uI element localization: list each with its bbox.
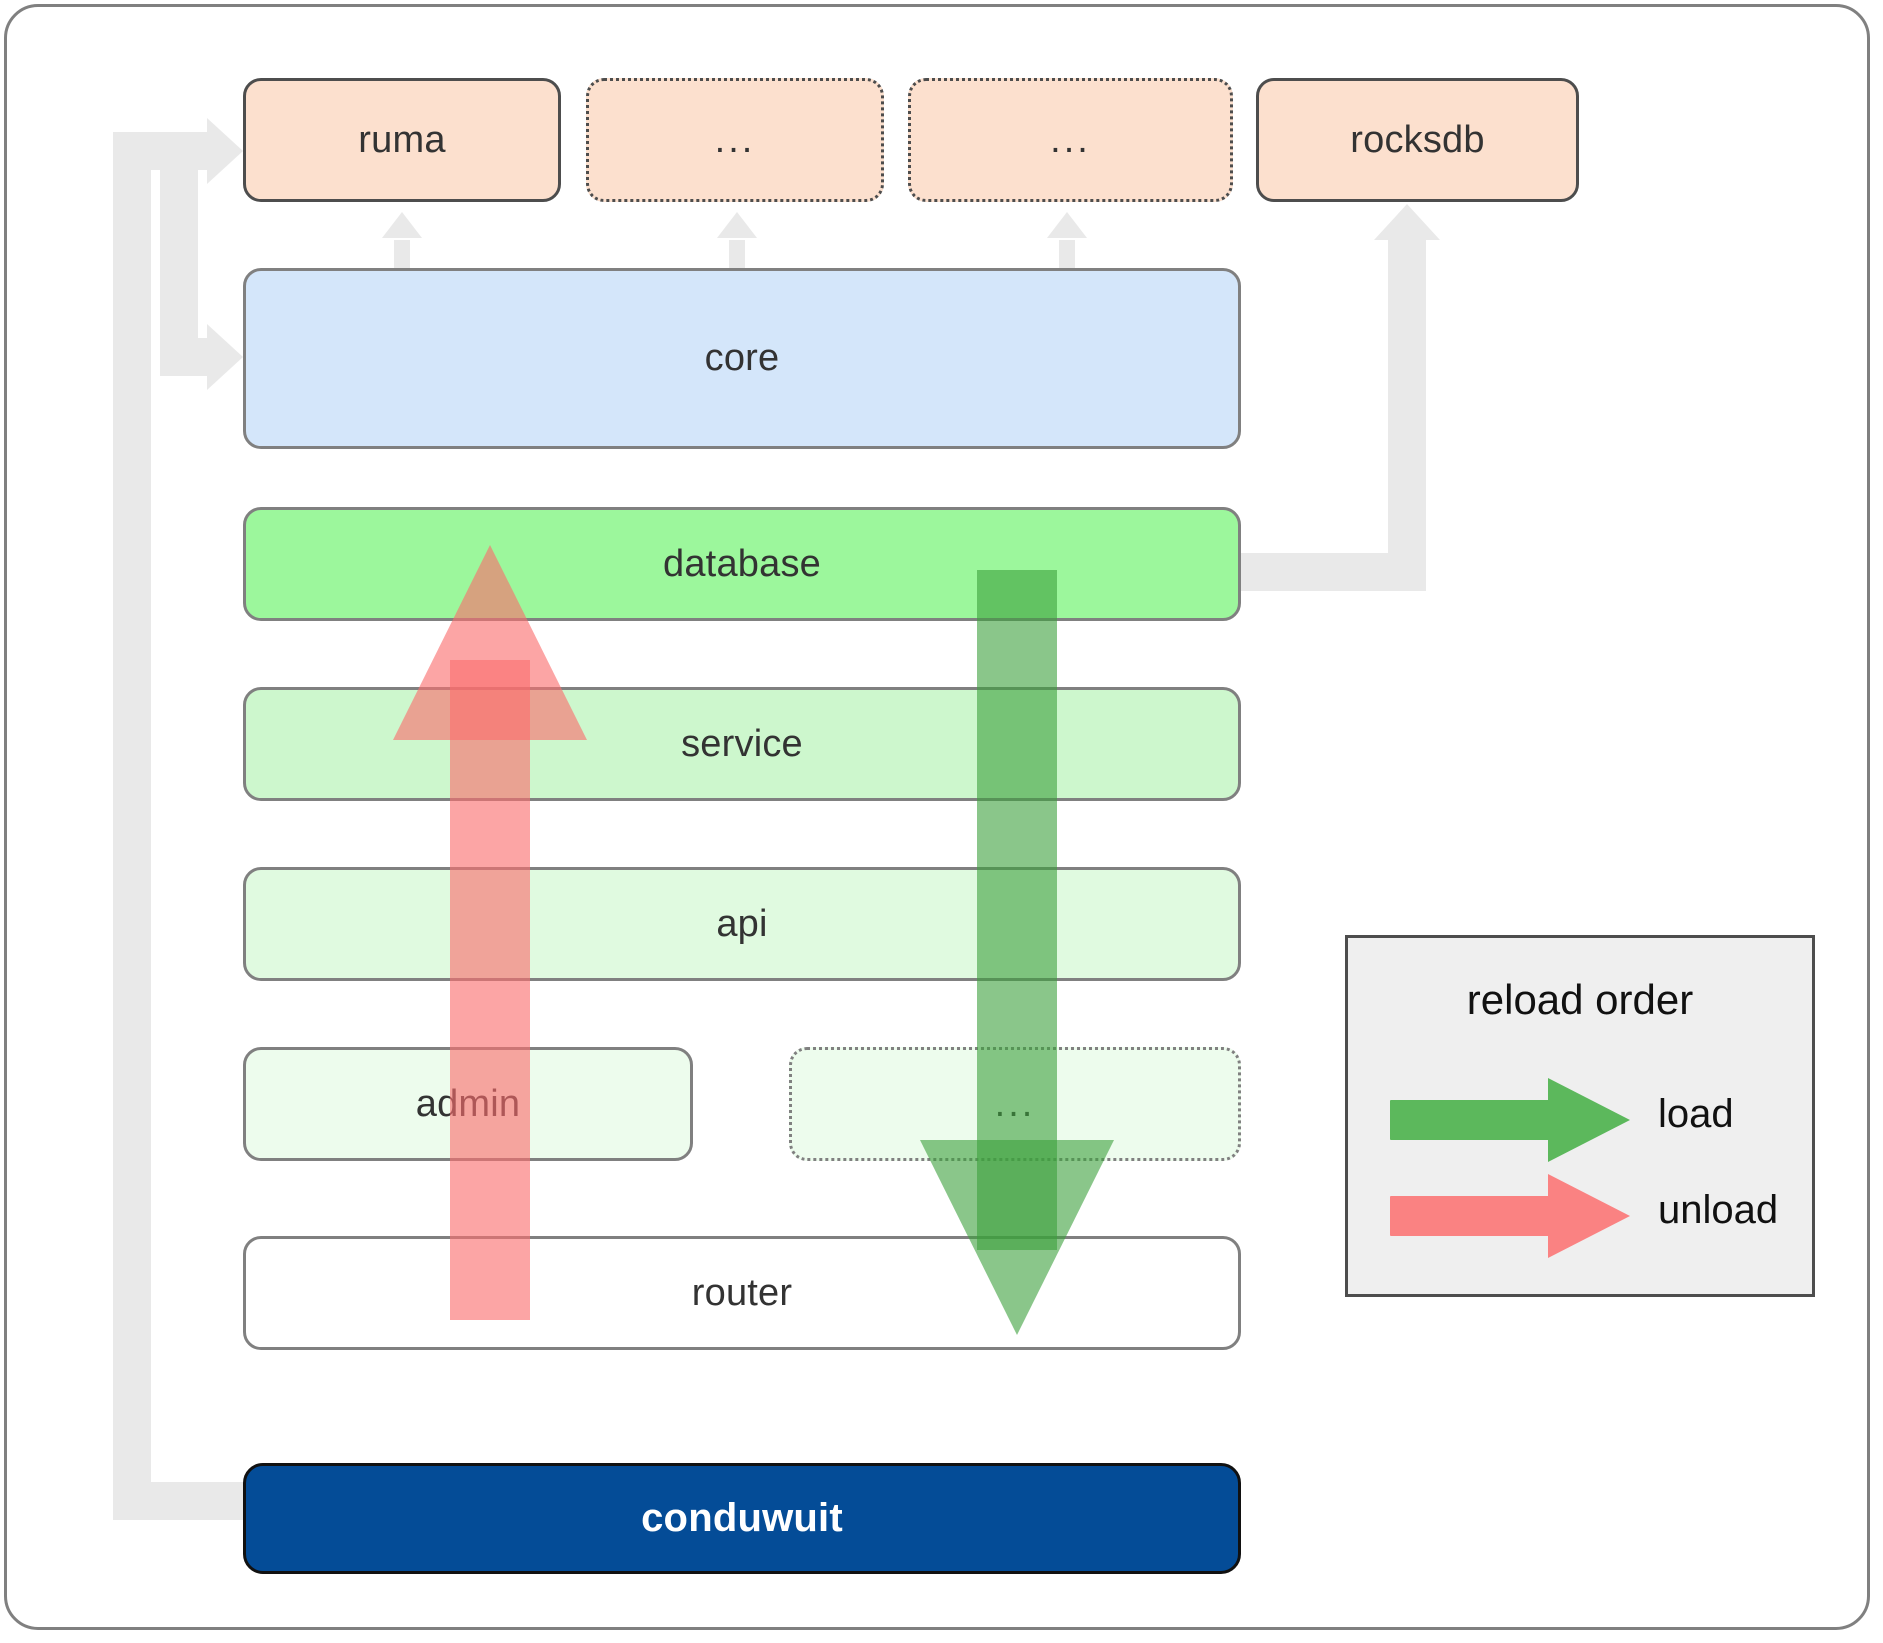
node-service-label: service [681, 722, 803, 765]
node-rocksdb-label: rocksdb [1350, 118, 1485, 161]
node-database-label: database [663, 542, 821, 585]
connector-app-trunk-vertical [113, 132, 151, 1520]
connector-core-to-ruma-arrowhead [382, 212, 422, 238]
node-dep-b[interactable]: ... [908, 78, 1233, 202]
connector-app-to-ruma-arrowhead [207, 118, 243, 184]
legend-row-load: load [1348, 1070, 1812, 1170]
node-core[interactable]: core [243, 268, 1241, 449]
connector-app-to-core-arrowhead [207, 324, 243, 390]
connector-core-to-dep-a-stem [729, 240, 745, 272]
legend-load-bar [1390, 1100, 1565, 1140]
node-conduwuit-label: conduwuit [641, 1496, 843, 1540]
legend-unload-arrowhead [1548, 1174, 1630, 1258]
connector-core-to-dep-a-arrowhead [717, 212, 757, 238]
connector-core-to-dep-b-arrowhead [1047, 212, 1087, 238]
connector-database-to-rocksdb-arrowhead [1374, 204, 1440, 240]
diagram-frame [4, 4, 1870, 1630]
legend-row-unload: unload [1348, 1166, 1812, 1266]
legend-unload-label: unload [1658, 1188, 1779, 1232]
connector-app-to-ruma-horizontal [113, 132, 213, 170]
node-ruma[interactable]: ruma [243, 78, 561, 202]
load-flow-shaft [977, 570, 1057, 1250]
connector-app-to-frame-bottom [113, 1482, 248, 1520]
connector-app-to-core-horizontal [160, 338, 213, 376]
legend-unload-bar [1390, 1196, 1565, 1236]
connector-core-to-dep-b-stem [1059, 240, 1075, 272]
connector-inner-step-vertical [160, 170, 198, 346]
legend-panel: reload order load unload [1345, 935, 1815, 1297]
legend-load-label: load [1658, 1092, 1734, 1136]
node-dep-a[interactable]: ... [586, 78, 884, 202]
node-api[interactable]: api [243, 867, 1241, 981]
load-flow-arrowhead [920, 1140, 1114, 1335]
connector-database-to-rocksdb-vertical [1388, 240, 1426, 591]
node-dep-a-label: ... [714, 118, 756, 161]
node-core-label: core [704, 337, 780, 379]
unload-flow-arrowhead [393, 545, 587, 740]
legend-title: reload order [1466, 976, 1694, 1023]
unload-flow-shaft [450, 660, 530, 1320]
node-dep-b-label: ... [1050, 118, 1091, 161]
connector-core-to-ruma-stem [394, 240, 410, 272]
node-ruma-label: ruma [358, 118, 446, 161]
node-conduwuit[interactable]: conduwuit [243, 1463, 1241, 1574]
node-router-label: router [691, 1271, 793, 1314]
node-rocksdb[interactable]: rocksdb [1256, 78, 1579, 202]
legend-load-arrowhead [1548, 1078, 1630, 1162]
node-api-label: api [716, 902, 768, 945]
